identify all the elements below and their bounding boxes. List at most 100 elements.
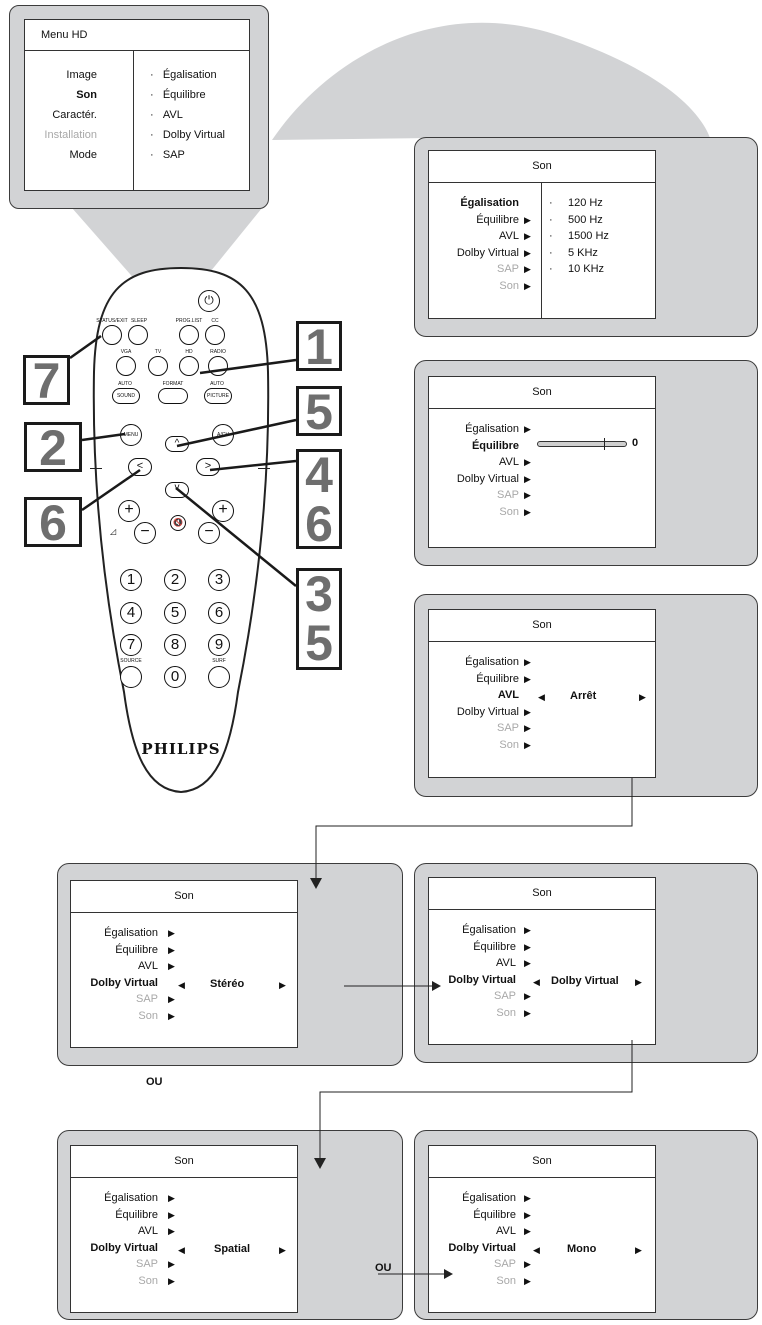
item-sap[interactable]: SAP (135, 993, 158, 1005)
item-son[interactable]: Son (499, 505, 519, 518)
item-avl[interactable]: AVL (497, 689, 519, 701)
source-button[interactable] (120, 666, 142, 688)
item-avl[interactable]: AVL (138, 1225, 158, 1237)
menu-item-mode[interactable]: Mode (69, 149, 97, 161)
item-avl[interactable]: AVL (496, 957, 516, 969)
digit-4-button[interactable]: 4 (120, 602, 142, 624)
digit-5-button[interactable]: 5 (164, 602, 186, 624)
item-dolby-virtual[interactable]: Dolby Virtual (456, 472, 519, 485)
sound-button[interactable] (112, 388, 140, 404)
item-equilibre[interactable]: Équilibre (473, 1208, 516, 1221)
item-egalisation[interactable]: Égalisation (104, 1192, 158, 1204)
prog-list-button[interactable] (179, 325, 199, 345)
value-right-arrow[interactable]: ▶ (635, 977, 642, 987)
item-son[interactable]: Son (496, 1006, 516, 1019)
status-exit-button[interactable] (102, 325, 122, 345)
digit-2-button[interactable]: 2 (164, 569, 186, 591)
item-egalisation[interactable]: Égalisation (104, 927, 158, 939)
value-left-arrow[interactable]: ◀ (533, 977, 540, 987)
format-button[interactable] (158, 388, 188, 404)
item-dolby-virtual[interactable]: Dolby Virtual (448, 1241, 516, 1254)
item-equilibre[interactable]: Équilibre (115, 943, 158, 956)
item-sap[interactable]: SAP (496, 489, 519, 501)
digit-1-button[interactable]: 1 (120, 569, 142, 591)
item-equilibre[interactable]: Équilibre (476, 213, 519, 226)
digit-9-button[interactable]: 9 (208, 634, 230, 656)
subitem-sap[interactable]: SAP (162, 149, 185, 161)
item-sap[interactable]: SAP (135, 1258, 158, 1270)
mute-button[interactable] (170, 515, 186, 531)
sleep-button[interactable] (128, 325, 148, 345)
value-left-arrow[interactable]: ◀ (533, 1245, 540, 1255)
item-sap[interactable]: SAP (496, 263, 519, 275)
power-button[interactable] (198, 290, 220, 312)
item-dolby-virtual[interactable]: Dolby Virtual (456, 705, 519, 718)
item-sap[interactable]: SAP (493, 1258, 516, 1270)
eq-10khz[interactable]: 10 KHz (567, 263, 605, 275)
item-avl[interactable]: AVL (499, 230, 519, 242)
digit-8-button[interactable]: 8 (164, 634, 186, 656)
item-equilibre[interactable]: Équilibre (471, 439, 519, 452)
eq-500hz[interactable]: 500 Hz (567, 213, 603, 226)
item-son[interactable]: Son (138, 1274, 158, 1287)
value-right-arrow[interactable]: ▶ (279, 1245, 286, 1255)
item-dolby-virtual[interactable]: Dolby Virtual (456, 246, 519, 259)
item-equilibre[interactable]: Équilibre (476, 672, 519, 685)
tv-button[interactable] (148, 356, 168, 376)
item-dolby-virtual[interactable]: Dolby Virtual (448, 973, 516, 986)
menu-item-son[interactable]: Son (76, 89, 97, 101)
eq-5khz[interactable]: 5 KHz (567, 246, 598, 259)
item-equilibre[interactable]: Équilibre (473, 940, 516, 953)
subitem-equilibre[interactable]: Équilibre (162, 89, 206, 101)
item-son[interactable]: Son (499, 738, 519, 751)
subitem-avl[interactable]: AVL (162, 109, 183, 121)
digit-3-button[interactable]: 3 (208, 569, 230, 591)
value-left-arrow[interactable]: ◀ (178, 1245, 185, 1255)
cc-button[interactable] (205, 325, 225, 345)
item-sap[interactable]: SAP (493, 990, 516, 1002)
value-left-arrow[interactable]: ◀ (538, 692, 545, 702)
item-avl[interactable]: AVL (496, 1225, 516, 1237)
digit-0-button[interactable]: 0 (164, 666, 186, 688)
volume-up-button[interactable] (118, 500, 140, 522)
item-son[interactable]: Son (499, 279, 519, 292)
value-left-arrow[interactable]: ◀ (178, 980, 185, 990)
item-egalisation[interactable]: Égalisation (462, 924, 516, 936)
program-up-button[interactable] (212, 500, 234, 522)
picture-button[interactable] (204, 388, 232, 404)
balance-slider[interactable] (537, 438, 627, 450)
item-sap[interactable]: SAP (496, 722, 519, 734)
program-down-button[interactable] (198, 522, 220, 544)
value-right-arrow[interactable]: ▶ (639, 692, 646, 702)
digit-6-button[interactable]: 6 (208, 602, 230, 624)
eq-120hz[interactable]: 120 Hz (567, 197, 603, 209)
menu-item-image[interactable]: Image (66, 69, 97, 81)
item-son[interactable]: Son (496, 1274, 516, 1287)
hd-button[interactable] (179, 356, 199, 376)
subitem-egalisation[interactable]: Égalisation (162, 69, 217, 81)
eq-1500hz[interactable]: 1500 Hz (567, 230, 609, 242)
value-right-arrow[interactable]: ▶ (635, 1245, 642, 1255)
item-avl[interactable]: AVL (499, 456, 519, 468)
left-button[interactable] (128, 458, 152, 476)
item-son[interactable]: Son (138, 1009, 158, 1022)
item-equilibre[interactable]: Équilibre (115, 1208, 158, 1221)
item-avl[interactable]: AVL (138, 960, 158, 972)
item-egalisation[interactable]: Égalisation (465, 423, 519, 435)
volume-down-button[interactable] (134, 522, 156, 544)
label-auto-picture: AUTO (210, 381, 224, 387)
vga-button[interactable] (116, 356, 136, 376)
surf-button[interactable] (208, 666, 230, 688)
item-egalisation[interactable]: Égalisation (460, 197, 519, 209)
item-egalisation[interactable]: Égalisation (462, 1192, 516, 1204)
digit-7-button[interactable]: 7 (120, 634, 142, 656)
menu-item-installation[interactable]: Installation (44, 129, 97, 141)
item-egalisation[interactable]: Égalisation (465, 656, 519, 668)
item-dolby-virtual[interactable]: Dolby Virtual (90, 1241, 158, 1254)
right-button[interactable] (196, 458, 220, 476)
subitem-dolby-virtual[interactable]: Dolby Virtual (162, 129, 226, 141)
item-dolby-virtual[interactable]: Dolby Virtual (90, 976, 158, 989)
value-right-arrow[interactable]: ▶ (279, 980, 286, 990)
callout-bubble (272, 22, 710, 140)
menu-item-caracter[interactable]: Caractér. (52, 109, 97, 121)
